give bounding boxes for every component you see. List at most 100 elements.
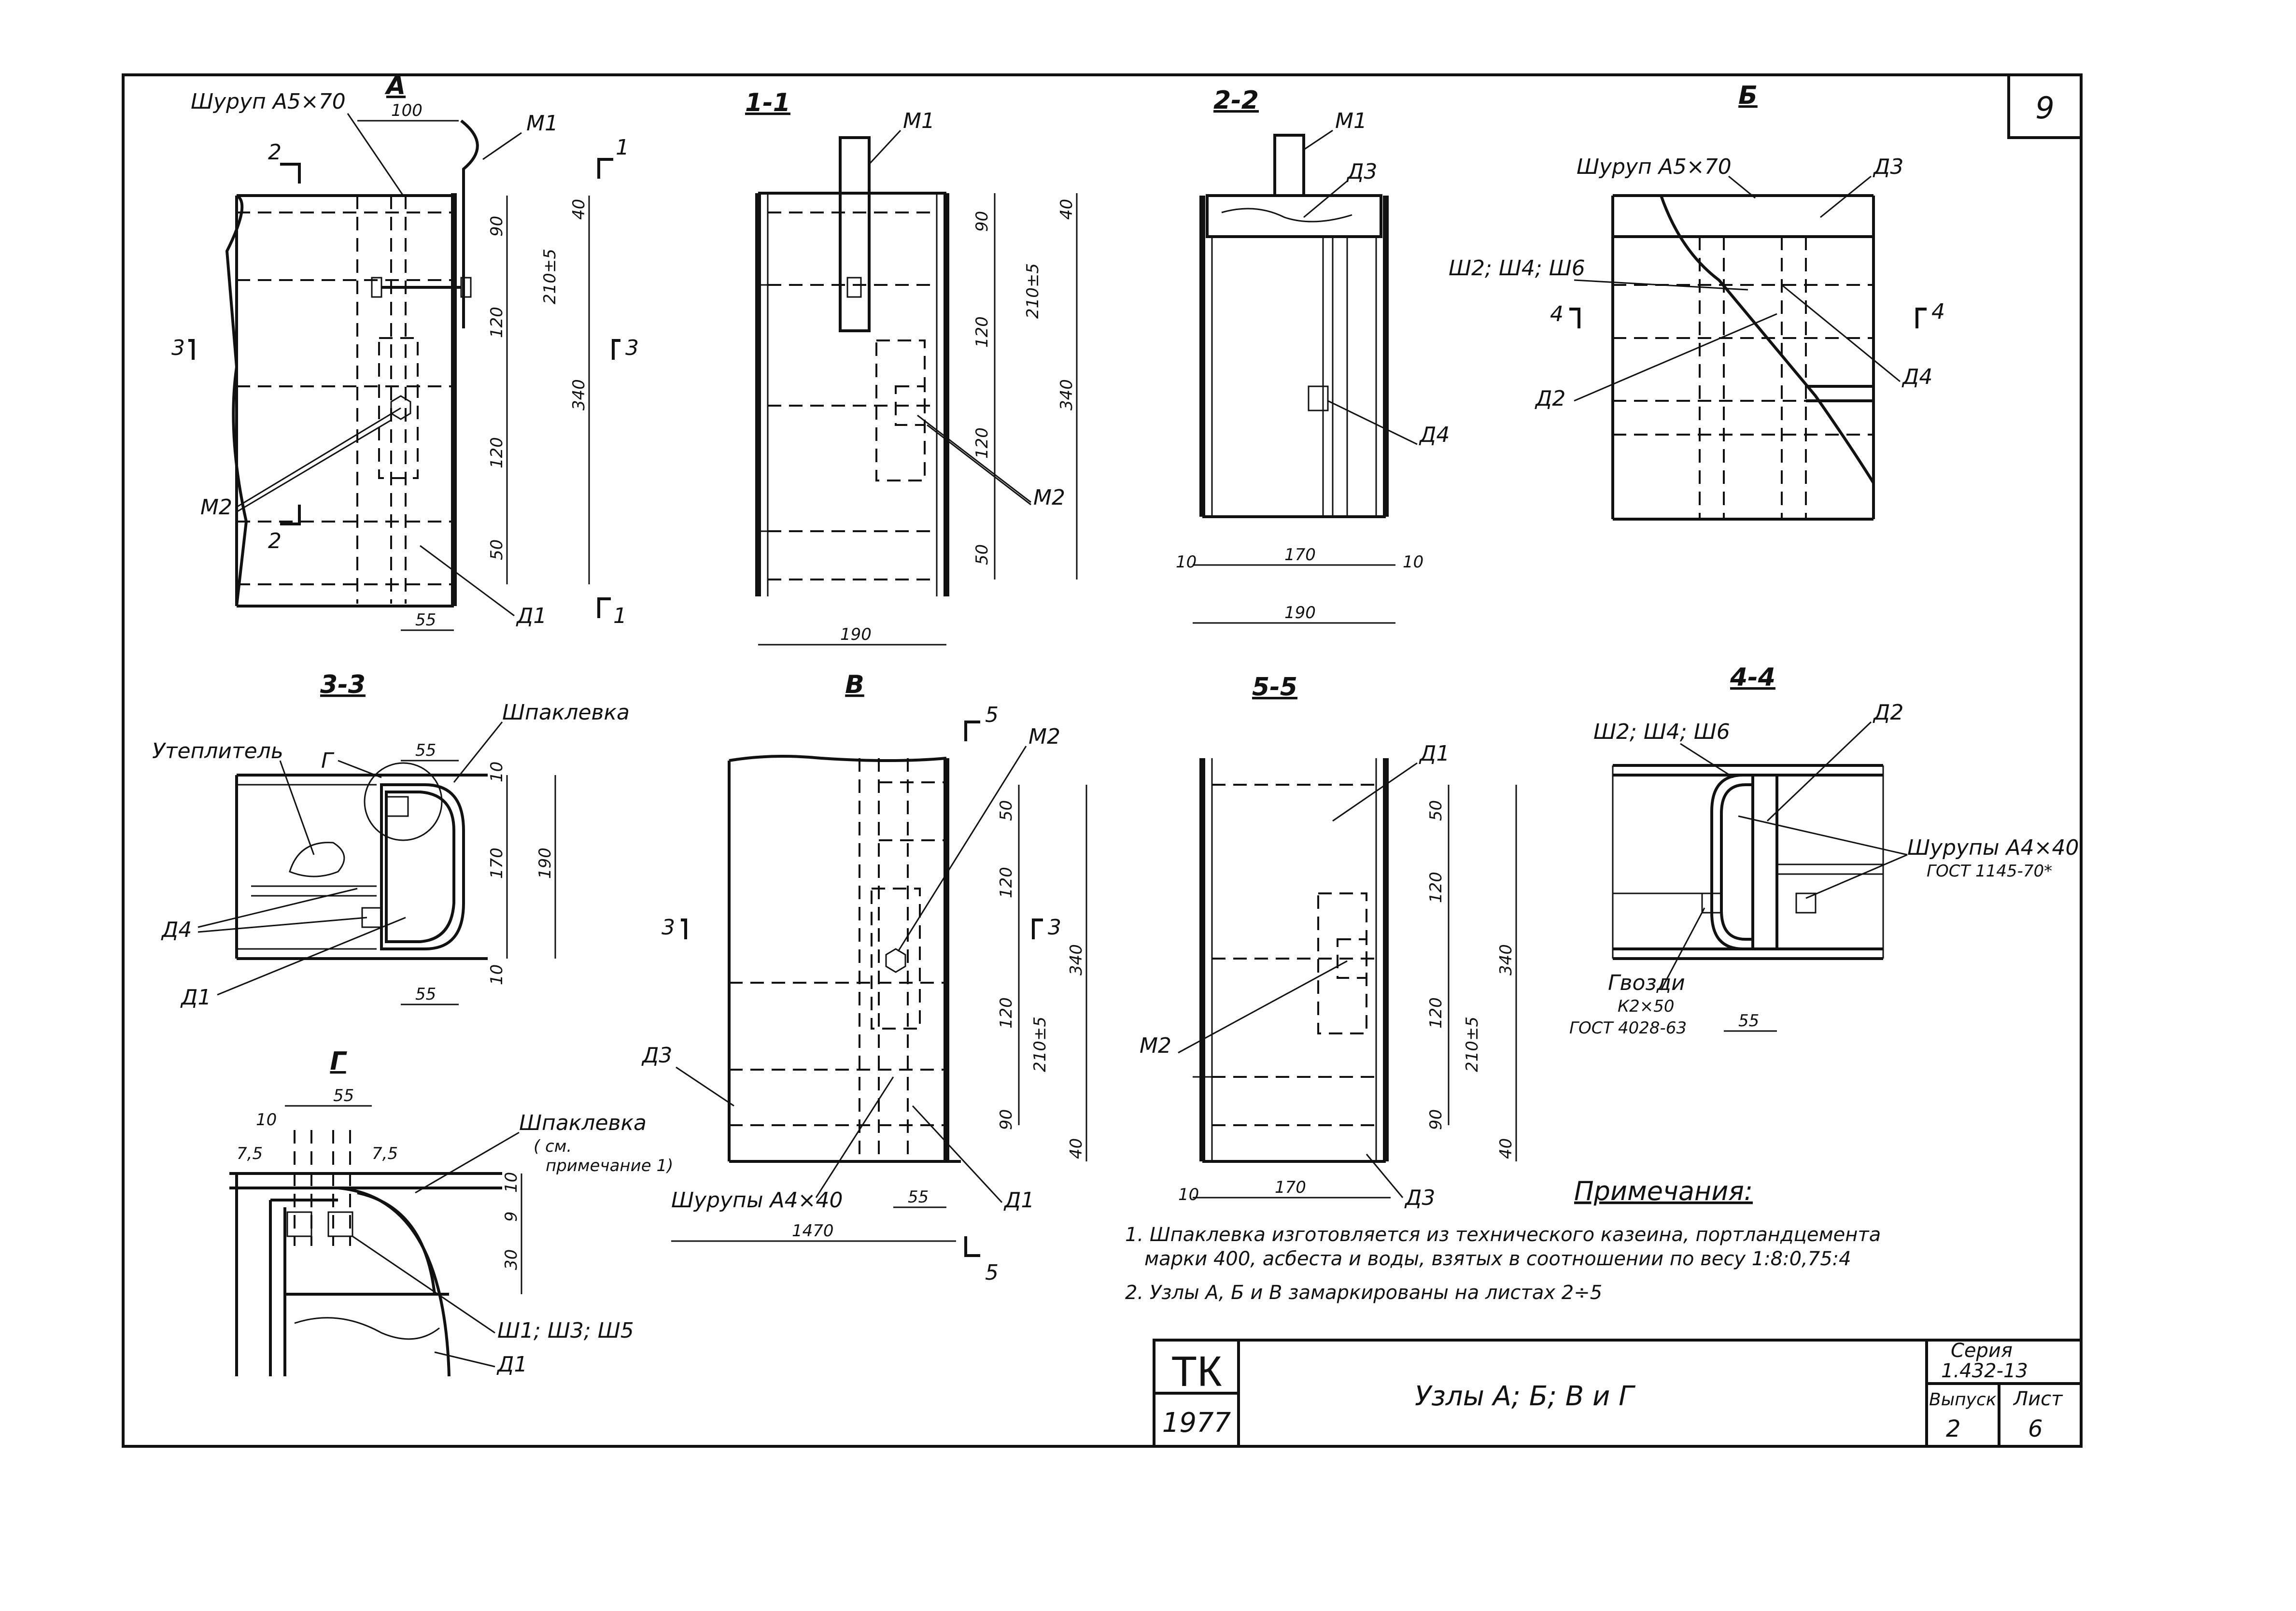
- detail-g-washers-label: Ш1; Ш3; Ш5: [497, 1318, 634, 1343]
- view-a-dim-50: 50: [487, 539, 507, 560]
- section-2-2-m1-label: М1: [1335, 109, 1367, 133]
- view-v-dim-50: 50: [997, 800, 1016, 821]
- section-5-5-dim-120b: 120: [1426, 997, 1446, 1029]
- view-v-dim-120b: 120: [997, 997, 1016, 1029]
- view-a-m2-label: М2: [200, 495, 232, 520]
- view-b-d4-label: Д4: [1902, 365, 1932, 389]
- view-a-d1-label: Д1: [516, 604, 547, 628]
- section-3-3-dim-170: 170: [487, 848, 507, 879]
- notes-title: Примечания:: [1574, 1176, 1753, 1206]
- section-3-3-d4-label: Д4: [161, 918, 192, 942]
- section-3-3-dim-55b: 55: [415, 985, 436, 1004]
- section-3-3-putty-label: Шпаклевка: [502, 700, 630, 725]
- view-v-dim-120a: 120: [997, 867, 1016, 898]
- section-4-4-nails-label: Гвозди: [1608, 971, 1685, 995]
- titleblock-sheet-label: Лист: [2013, 1388, 2063, 1410]
- view-a-dim-210: 210±5: [540, 249, 560, 304]
- detail-g-putty-ref2: примечание 1): [546, 1156, 673, 1175]
- section-2-2-d4-label: Д4: [1419, 423, 1450, 447]
- view-v-section-3-right: 3: [1048, 915, 1061, 940]
- section-5-5-title: 5-5: [1252, 673, 1297, 702]
- section-1-1-title: 1-1: [745, 88, 790, 117]
- section-1-1-m2-label: М2: [1033, 485, 1065, 510]
- view-b-washers-label: Ш2; Ш4; Ш6: [1449, 256, 1585, 281]
- view-a-m1-label: М1: [526, 111, 558, 136]
- section-1-1-dim-50: 50: [972, 544, 992, 565]
- section-2-2-dim-170: 170: [1284, 545, 1316, 565]
- view-v-screws-label: Шурупы А4×40: [671, 1188, 843, 1213]
- section-2-2-title: 2-2: [1213, 86, 1259, 115]
- section-5-5-dim-340: 340: [1496, 944, 1516, 975]
- detail-g-dim-75a: 7,5: [237, 1144, 263, 1163]
- view-a-section-2-bottom: 2: [268, 529, 282, 553]
- titleblock-series-value: 1.432-13: [1941, 1360, 2028, 1382]
- section-4-4-dim-55: 55: [1738, 1011, 1759, 1031]
- section-5-5-dim-120a: 120: [1426, 872, 1446, 903]
- detail-g-dim-10: 10: [256, 1110, 277, 1130]
- view-v-dim-40: 40: [1067, 1138, 1086, 1159]
- section-5-5-m2-label: М2: [1140, 1033, 1171, 1058]
- note-1-line-1: 1. Шпаклевка изготовляется из техническо…: [1125, 1224, 1881, 1246]
- section-2-2-d3-label: Д3: [1346, 159, 1377, 184]
- sheet-frame: [122, 73, 2083, 1448]
- view-v-section-5-top: 5: [985, 703, 999, 727]
- section-5-5: 5-5 50 120 120 90 210±5 340 40 10 170 Д1…: [1140, 673, 1517, 1210]
- section-4-4-nails-size: К2×50: [1618, 997, 1675, 1016]
- view-b-section-4-right: 4: [1931, 299, 1945, 324]
- view-a-dim-90: 90: [487, 216, 507, 237]
- section-4-4: 4-4 55 Ш2; Ш4; Ш6 Д2 Шурупы А4×40 ГОСТ 1…: [1569, 663, 2079, 1038]
- section-4-4-screws-label: Шурупы А4×40: [1907, 835, 2079, 860]
- titleblock-sheet-value: 6: [2028, 1415, 2043, 1442]
- view-a-dim-120a: 120: [487, 307, 507, 338]
- view-b-title: Б: [1738, 81, 1758, 110]
- section-1-1-dim-40: 40: [1057, 199, 1076, 220]
- view-b-screw-label: Шуруп А5×70: [1577, 155, 1732, 179]
- detail-g-title: Г: [330, 1047, 347, 1076]
- view-b: Б Шуруп А5×70 Д3 Ш2; Ш4; Ш6 Д4 Д2 4 4: [1449, 81, 1945, 521]
- view-a-dim-340: 340: [569, 379, 589, 410]
- section-3-3-d1-label: Д1: [180, 985, 211, 1010]
- view-a-dim-120b: 120: [487, 437, 507, 468]
- section-4-4-nails-std: ГОСТ 4028-63: [1569, 1018, 1687, 1038]
- section-4-4-d2-label: Д2: [1873, 700, 1903, 725]
- view-a-section-3-left: 3: [171, 336, 185, 360]
- titleblock-org: ТК: [1171, 1347, 1222, 1395]
- view-a-dim-40: 40: [569, 199, 589, 220]
- sheet-number-box: [2007, 73, 2083, 139]
- detail-g-dim-10b: 10: [502, 1172, 521, 1193]
- section-3-3-g-label: Г: [321, 749, 335, 773]
- view-a-section-2-top: 2: [268, 140, 282, 165]
- view-v-dim-340: 340: [1067, 944, 1086, 975]
- section-1-1-dim-340: 340: [1057, 379, 1076, 410]
- section-3-3-dim-10b: 10: [487, 964, 507, 985]
- note-1-line-2: марки 400, асбеста и воды, взятых в соот…: [1144, 1248, 1851, 1270]
- view-b-section-4-left: 4: [1550, 302, 1564, 326]
- notes-block: Примечания: 1. Шпаклевка изготовляется и…: [1125, 1176, 1881, 1304]
- section-1-1: 1-1 90 120 120 50 210±5 340 40 190 М1 М2: [745, 88, 1078, 646]
- section-5-5-dim-10: 10: [1178, 1185, 1199, 1204]
- titleblock-series-label: Серия: [1951, 1340, 2013, 1362]
- view-v-section-5-bottom: 5: [985, 1260, 999, 1285]
- section-1-1-dim-120b: 120: [972, 427, 992, 459]
- view-a-title: А: [384, 71, 406, 100]
- section-5-5-dim-170: 170: [1275, 1178, 1306, 1197]
- section-1-1-dim-90: 90: [972, 211, 992, 232]
- view-a: А 90 120 120 50 210±5 340 40 100 55 Шуру: [171, 71, 639, 631]
- view-a-dim-55: 55: [415, 610, 436, 630]
- view-b-d2-label: Д2: [1535, 386, 1565, 411]
- view-a-section-1-top: 1: [616, 135, 629, 160]
- section-2-2-dim-10a: 10: [1176, 552, 1197, 572]
- section-3-3-dim-190: 190: [535, 848, 555, 879]
- titleblock-issue-label: Выпуск: [1929, 1390, 1997, 1410]
- section-3-3-insulation-label: Утеплитель: [152, 739, 283, 763]
- section-3-3-dim-10a: 10: [487, 762, 507, 782]
- view-v-dim-1470: 1470: [792, 1221, 834, 1241]
- section-4-4-screws-std: ГОСТ 1145-70*: [1927, 862, 2052, 881]
- view-a-section-3-right: 3: [625, 336, 639, 360]
- section-3-3-title: 3-3: [320, 670, 366, 699]
- detail-g-dim-30: 30: [502, 1249, 521, 1270]
- section-4-4-title: 4-4: [1730, 663, 1775, 692]
- section-1-1-dim-120a: 120: [972, 316, 992, 348]
